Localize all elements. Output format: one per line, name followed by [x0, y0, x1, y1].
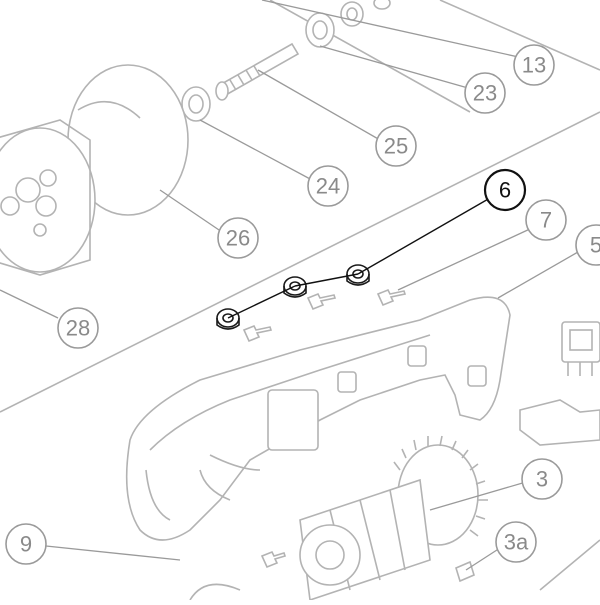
- callout-7: 7: [525, 199, 567, 241]
- callout-24: 24: [307, 165, 349, 207]
- callout-26: 26: [217, 217, 259, 259]
- callout-3: 3: [521, 458, 563, 500]
- callout-3a: 3a: [495, 521, 537, 563]
- callout-13: 13: [513, 44, 555, 86]
- callout-label-26: 26: [226, 226, 250, 251]
- callout-label-3: 3: [536, 467, 548, 492]
- callout-25: 25: [375, 125, 417, 167]
- callout-label-23: 23: [473, 81, 497, 106]
- leader-lines: [0, 0, 579, 571]
- callout-label-13: 13: [522, 53, 546, 78]
- callout-label-25: 25: [384, 134, 408, 159]
- callout-28: 28: [57, 307, 99, 349]
- callout-label-28: 28: [66, 316, 90, 341]
- section-divider-lines: [0, 0, 600, 413]
- callout-label-24: 24: [316, 174, 340, 199]
- callout-9: 9: [5, 523, 47, 565]
- callout-label-3a: 3a: [504, 530, 529, 555]
- callout-23: 23: [464, 72, 506, 114]
- part-bearing-24: [181, 86, 211, 122]
- callout-label-7: 7: [540, 208, 552, 233]
- callout-label-9: 9: [20, 532, 32, 557]
- part-screws-7: [242, 288, 407, 343]
- grommet-c: [346, 264, 370, 286]
- part-shaft-25: [215, 42, 300, 101]
- part-housing-5: [125, 296, 511, 541]
- part-fan-26: [0, 64, 189, 276]
- part-brush-3a: [455, 539, 600, 591]
- part-ring: [189, 583, 241, 601]
- part-grommets-6: [216, 264, 370, 330]
- part-switch: [519, 321, 600, 446]
- callout-5: 5: [575, 224, 600, 266]
- part-motor-3: [260, 435, 488, 602]
- grommet-b: [283, 276, 307, 298]
- callout-6: 6: [483, 168, 527, 212]
- grommet-a: [216, 308, 240, 330]
- part-bearing-top: [305, 0, 391, 48]
- callout-label-6: 6: [499, 178, 511, 203]
- callout-label-5: 5: [590, 233, 600, 258]
